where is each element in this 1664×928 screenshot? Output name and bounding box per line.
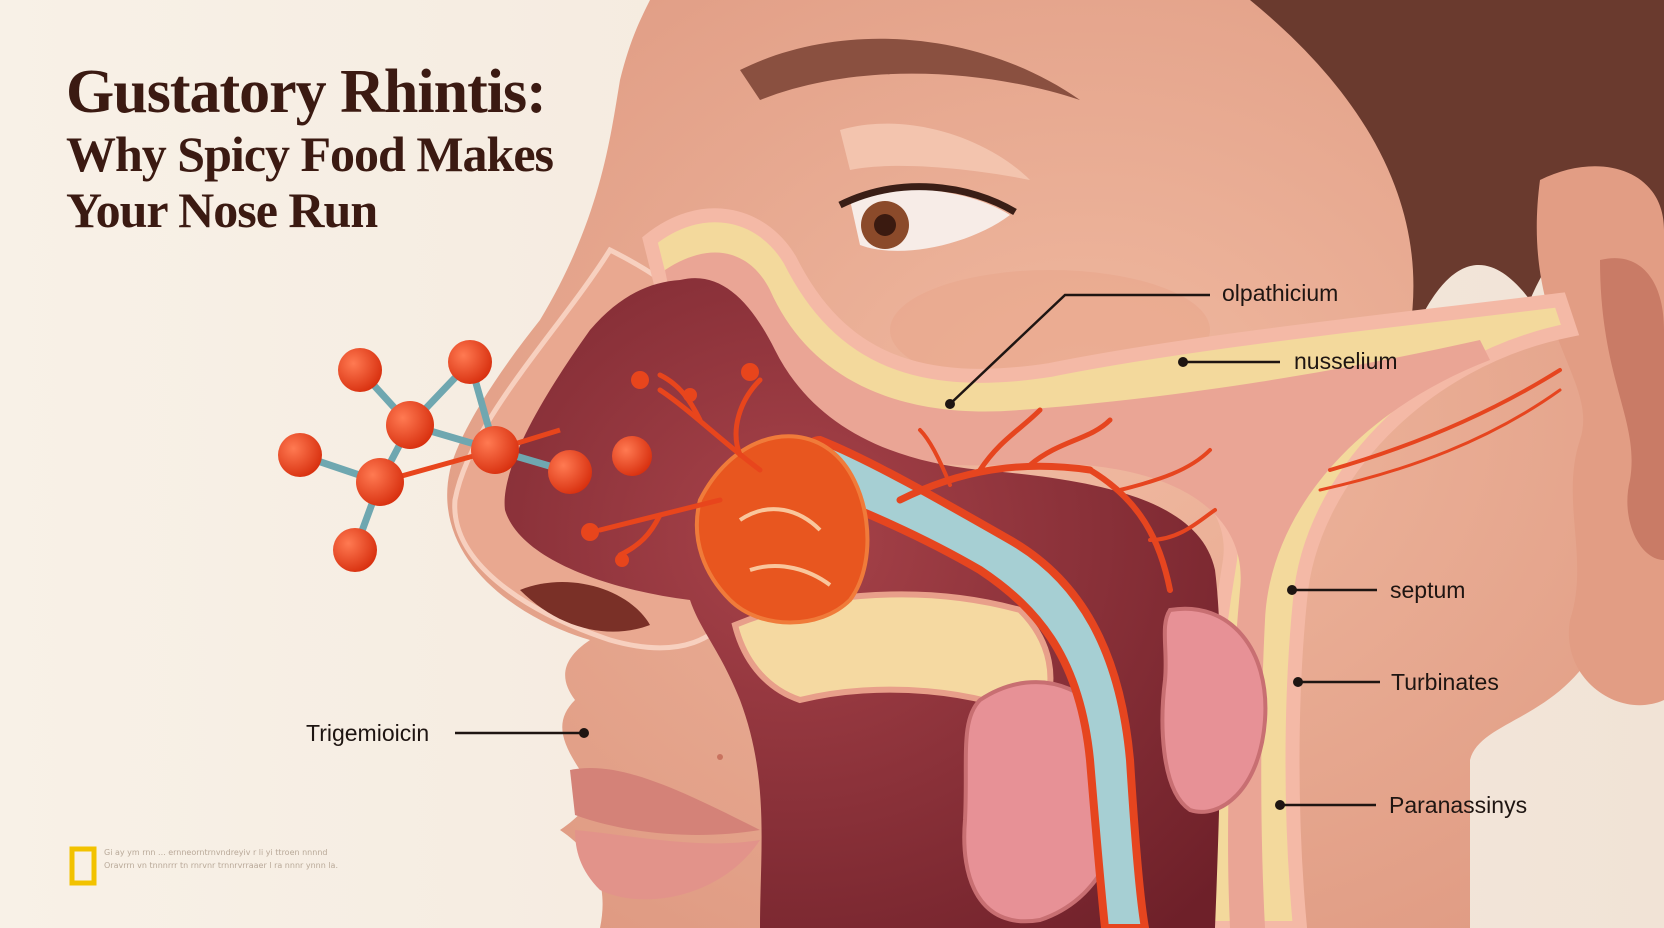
upper-lip bbox=[570, 768, 760, 835]
atom bbox=[356, 458, 404, 506]
atom bbox=[612, 436, 652, 476]
label-septum: septum bbox=[1390, 577, 1466, 603]
label-turbinates: Turbinates bbox=[1391, 669, 1499, 695]
label-nusselium: nusselium bbox=[1294, 348, 1398, 374]
footer-line-2: Oravrrn vn tnnnrrr tn rnrvnr trnnrvrraae… bbox=[104, 861, 338, 870]
skin-mark bbox=[717, 754, 723, 760]
atom bbox=[338, 348, 382, 392]
pupil bbox=[874, 214, 896, 236]
label-paranassinys: Paranassinys bbox=[1389, 792, 1528, 818]
nerve-ends bbox=[581, 363, 759, 567]
footer-fine-print: Gi ay ym rnn ... ernneorntrnvndreyiv r l… bbox=[104, 846, 414, 872]
eyelash-line bbox=[838, 183, 1017, 216]
label-trigemioicin: Trigemioicin bbox=[306, 720, 430, 746]
ear-inner bbox=[1600, 258, 1664, 560]
title-line-1: Gustatory Rhintis: bbox=[66, 58, 547, 126]
nostril bbox=[520, 582, 650, 632]
nerve-branches bbox=[597, 372, 763, 558]
turbinate-upper bbox=[1160, 606, 1268, 814]
leader-dots bbox=[579, 357, 1303, 810]
atom bbox=[278, 433, 322, 477]
atom bbox=[386, 401, 434, 449]
title-line-2: Why Spicy Food Makes bbox=[66, 126, 554, 182]
bulb-highlight bbox=[738, 507, 832, 587]
leader-lines bbox=[455, 293, 1380, 807]
blood-vessels bbox=[896, 368, 1562, 593]
atom bbox=[333, 528, 377, 572]
page-title: Gustatory Rhintis: Why Spicy Food Makes … bbox=[66, 58, 554, 238]
footer-line-1: Gi ay ym rnn ... ernneorntrnvndreyiv r l… bbox=[104, 848, 328, 857]
atom bbox=[548, 450, 592, 494]
olfactory-bulb bbox=[694, 434, 870, 625]
capsaicin-molecule bbox=[278, 340, 652, 572]
label-olpathicium: olpathicium bbox=[1222, 280, 1339, 306]
title-line-3: Your Nose Run bbox=[66, 182, 378, 238]
eyebrow bbox=[740, 38, 1080, 100]
yellow-rectangle-logo-icon bbox=[69, 846, 97, 886]
atom bbox=[471, 426, 519, 474]
eyelid bbox=[840, 123, 1030, 180]
leader-olpathicium bbox=[949, 293, 1210, 405]
mucosa-band-inner bbox=[665, 252, 1490, 928]
atom bbox=[448, 340, 492, 384]
lower-lip bbox=[575, 830, 760, 900]
